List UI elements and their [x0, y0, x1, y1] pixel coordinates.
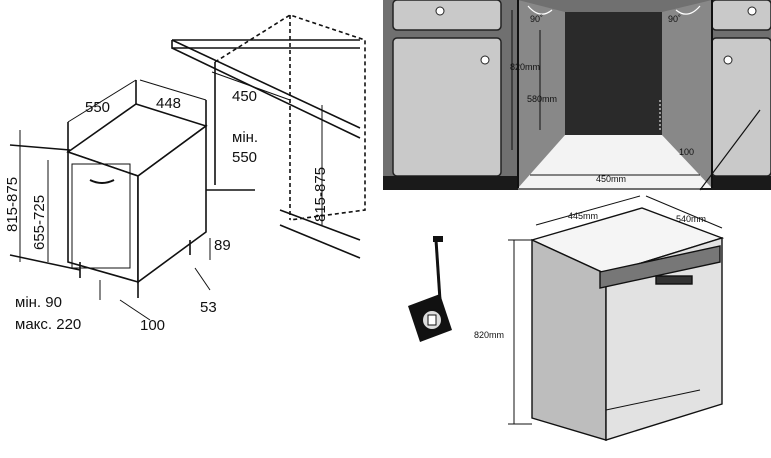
- width-550-label: 550: [85, 99, 110, 116]
- niche-height-label: 820mm: [510, 62, 540, 72]
- niche-plinth-label: 100: [679, 147, 694, 157]
- niche-min-label: мін.: [232, 129, 258, 146]
- appliance-depth-label: 540mm: [676, 214, 706, 224]
- niche-width-label: 450mm: [596, 174, 626, 184]
- niche-angle-left-label: 90˚: [530, 14, 543, 24]
- niche-depth-label: 580mm: [527, 94, 557, 104]
- plinth-100-label: 100: [140, 317, 165, 334]
- depth-448-label: 448: [156, 95, 181, 112]
- total-height-label: 815-875: [4, 177, 21, 232]
- appliance-width-label: 445mm: [568, 211, 598, 221]
- appliance-height-label: 820mm: [474, 330, 504, 340]
- plinth-89-label: 89: [214, 237, 231, 254]
- foot-min-label: мін. 90: [15, 294, 62, 311]
- kitchen-niche-illustration: 90˚ 90˚ 820mm 580mm 450mm 100: [383, 0, 771, 191]
- foot-max-label: макс. 220: [15, 316, 81, 333]
- body-height-label: 655-725: [31, 195, 48, 250]
- built-in-dimension-drawing: [9, 14, 366, 321]
- niche-depth-450-label: 450: [232, 88, 257, 105]
- tape-measure-icon: [408, 236, 452, 342]
- niche-angle-right-label: 90˚: [668, 14, 681, 24]
- niche-height-815-875-label: 815-875: [312, 167, 329, 222]
- plinth-53-label: 53: [200, 299, 217, 316]
- dishwasher-appliance-drawing: [508, 195, 725, 441]
- niche-min-550-label: 550: [232, 149, 257, 166]
